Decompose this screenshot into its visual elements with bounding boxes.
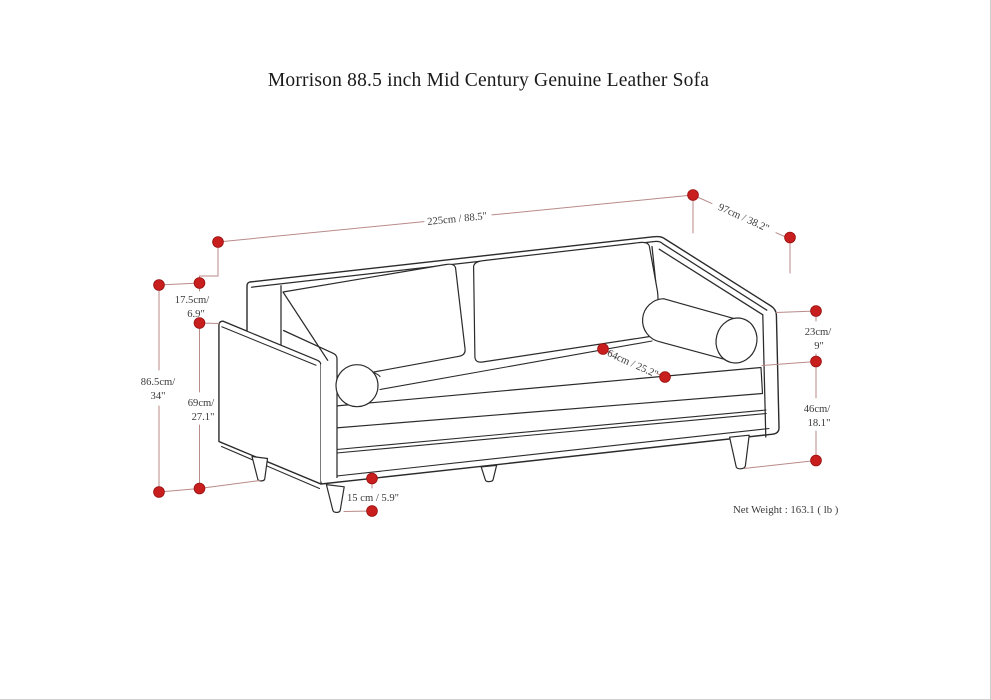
backrest-inner-edge bbox=[250, 240, 768, 311]
left-arm-bevel bbox=[221, 326, 317, 366]
dimension-dot bbox=[212, 236, 224, 248]
dimension-extension-floor-left bbox=[158, 480, 261, 493]
sofa-leg-front-second bbox=[325, 484, 345, 514]
dimension-dot bbox=[193, 482, 206, 495]
sofa-leg-front-middle bbox=[480, 464, 498, 483]
right-arm-rail-inner-line bbox=[658, 248, 764, 316]
label-overall-height-line2: 34" bbox=[151, 391, 166, 402]
left-arm-top-surface bbox=[321, 356, 337, 482]
dimension-line-overall-width bbox=[217, 194, 694, 243]
label-seat-height-line2: 18.1" bbox=[808, 418, 831, 429]
dimension-dot bbox=[153, 279, 165, 291]
label-leg-height: 15 cm / 5.9" bbox=[347, 493, 399, 504]
label-overall-width: 225cm / 88.5" bbox=[427, 211, 488, 228]
dimension-dot bbox=[153, 486, 165, 498]
sofa-illustration bbox=[218, 235, 780, 514]
dimension-dots bbox=[153, 189, 822, 517]
dimension-dot bbox=[810, 305, 822, 317]
left-arm-inner-top-edge bbox=[282, 329, 338, 360]
right-arm-inner-edge bbox=[762, 314, 767, 438]
dimension-dot bbox=[687, 189, 699, 201]
base-under-rail bbox=[322, 427, 770, 479]
dimension-dot bbox=[810, 355, 822, 368]
label-back-height-above-arm-line2: 6.9" bbox=[187, 309, 205, 320]
sofa-leg-front-right bbox=[729, 434, 750, 470]
base-seam-lower bbox=[330, 412, 767, 455]
dimension-dot bbox=[193, 317, 206, 329]
bolster-left-cap bbox=[335, 364, 379, 408]
net-weight-note: Net Weight : 163.1 ( lb ) bbox=[733, 504, 839, 516]
page-title: Morrison 88.5 inch Mid Century Genuine L… bbox=[267, 70, 710, 91]
label-overall-height-line1: 86.5cm/ bbox=[141, 377, 175, 388]
base-seam-upper bbox=[330, 409, 767, 451]
dimension-dot bbox=[193, 277, 206, 289]
bolster-left-body-hint bbox=[372, 371, 381, 378]
dimension-dot bbox=[366, 505, 378, 517]
dimension-dot bbox=[597, 343, 609, 355]
bolster-right-cap bbox=[715, 317, 758, 364]
dimension-extension-floor-right bbox=[743, 460, 817, 469]
dimension-dot bbox=[366, 472, 378, 485]
label-overall-depth: 97cm / 38.2" bbox=[716, 202, 770, 235]
dimension-dot bbox=[784, 231, 796, 244]
sofa-leg-front-left bbox=[251, 455, 269, 482]
label-arm-above-seat-line1: 23cm/ bbox=[805, 327, 832, 338]
label-back-height-above-arm-line1: 17.5cm/ bbox=[175, 295, 209, 306]
left-arm-bottom-piping bbox=[220, 445, 321, 490]
label-arm-height-line2: 27.1" bbox=[192, 412, 215, 423]
dimension-extension-arm-corner-right bbox=[775, 310, 817, 313]
label-seat-height-line1: 46cm/ bbox=[804, 404, 831, 415]
bolster-right-body bbox=[641, 298, 739, 364]
dimension-extension-seat-right bbox=[761, 361, 817, 366]
dimension-extension-overall-width-left bbox=[199, 241, 219, 284]
label-arm-above-seat-line2: 9" bbox=[814, 341, 824, 352]
dimension-dot bbox=[810, 454, 822, 467]
dimension-line-back-top-link bbox=[158, 282, 200, 286]
label-arm-height-line1: 69cm/ bbox=[188, 398, 215, 409]
dimension-dot bbox=[659, 371, 671, 383]
